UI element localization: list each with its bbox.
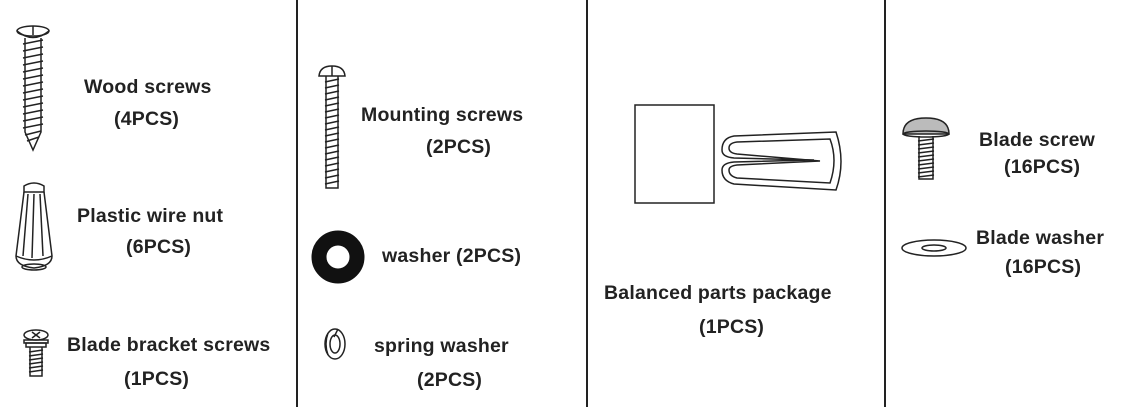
plastic-wire-nut-qty: (6PCS) — [126, 236, 192, 258]
wood-screw-icon — [16, 25, 50, 152]
blade-bracket-screws-name: Blade bracket screws — [67, 334, 271, 356]
blade-bracket-screw-icon — [23, 329, 49, 377]
blade-washer-qty: (16PCS) — [1005, 256, 1082, 278]
mounting-screws-name: Mounting screws — [361, 104, 524, 126]
plastic-wire-nut-name: Plastic wire nut — [77, 205, 224, 227]
column-divider-1 — [296, 0, 298, 407]
mounting-screws-qty: (2PCS) — [426, 136, 492, 158]
wood-screws-qty: (4PCS) — [114, 108, 180, 130]
spring-washer-icon — [324, 328, 346, 360]
balance-kit-icon — [634, 104, 842, 204]
column-divider-3 — [884, 0, 886, 407]
washer-icon — [311, 230, 365, 284]
blade-washer-icon — [901, 239, 967, 257]
spring-washer-qty: (2PCS) — [417, 369, 483, 391]
mounting-screw-icon — [318, 65, 346, 189]
plastic-wire-nut-icon — [15, 182, 53, 271]
wood-screws-name: Wood screws — [84, 76, 212, 98]
column-divider-2 — [586, 0, 588, 407]
balance-kit-name: Balanced parts package — [604, 282, 832, 304]
balance-kit-qty: (1PCS) — [699, 316, 765, 338]
blade-screw-name: Blade screw — [979, 129, 1096, 151]
blade-washer-name: Blade washer — [976, 227, 1105, 249]
washer-name: washer (2PCS) — [382, 245, 522, 267]
spring-washer-name: spring washer — [374, 335, 509, 357]
blade-screw-icon — [902, 117, 950, 180]
blade-bracket-screws-qty: (1PCS) — [124, 368, 190, 390]
blade-screw-qty: (16PCS) — [1004, 156, 1081, 178]
